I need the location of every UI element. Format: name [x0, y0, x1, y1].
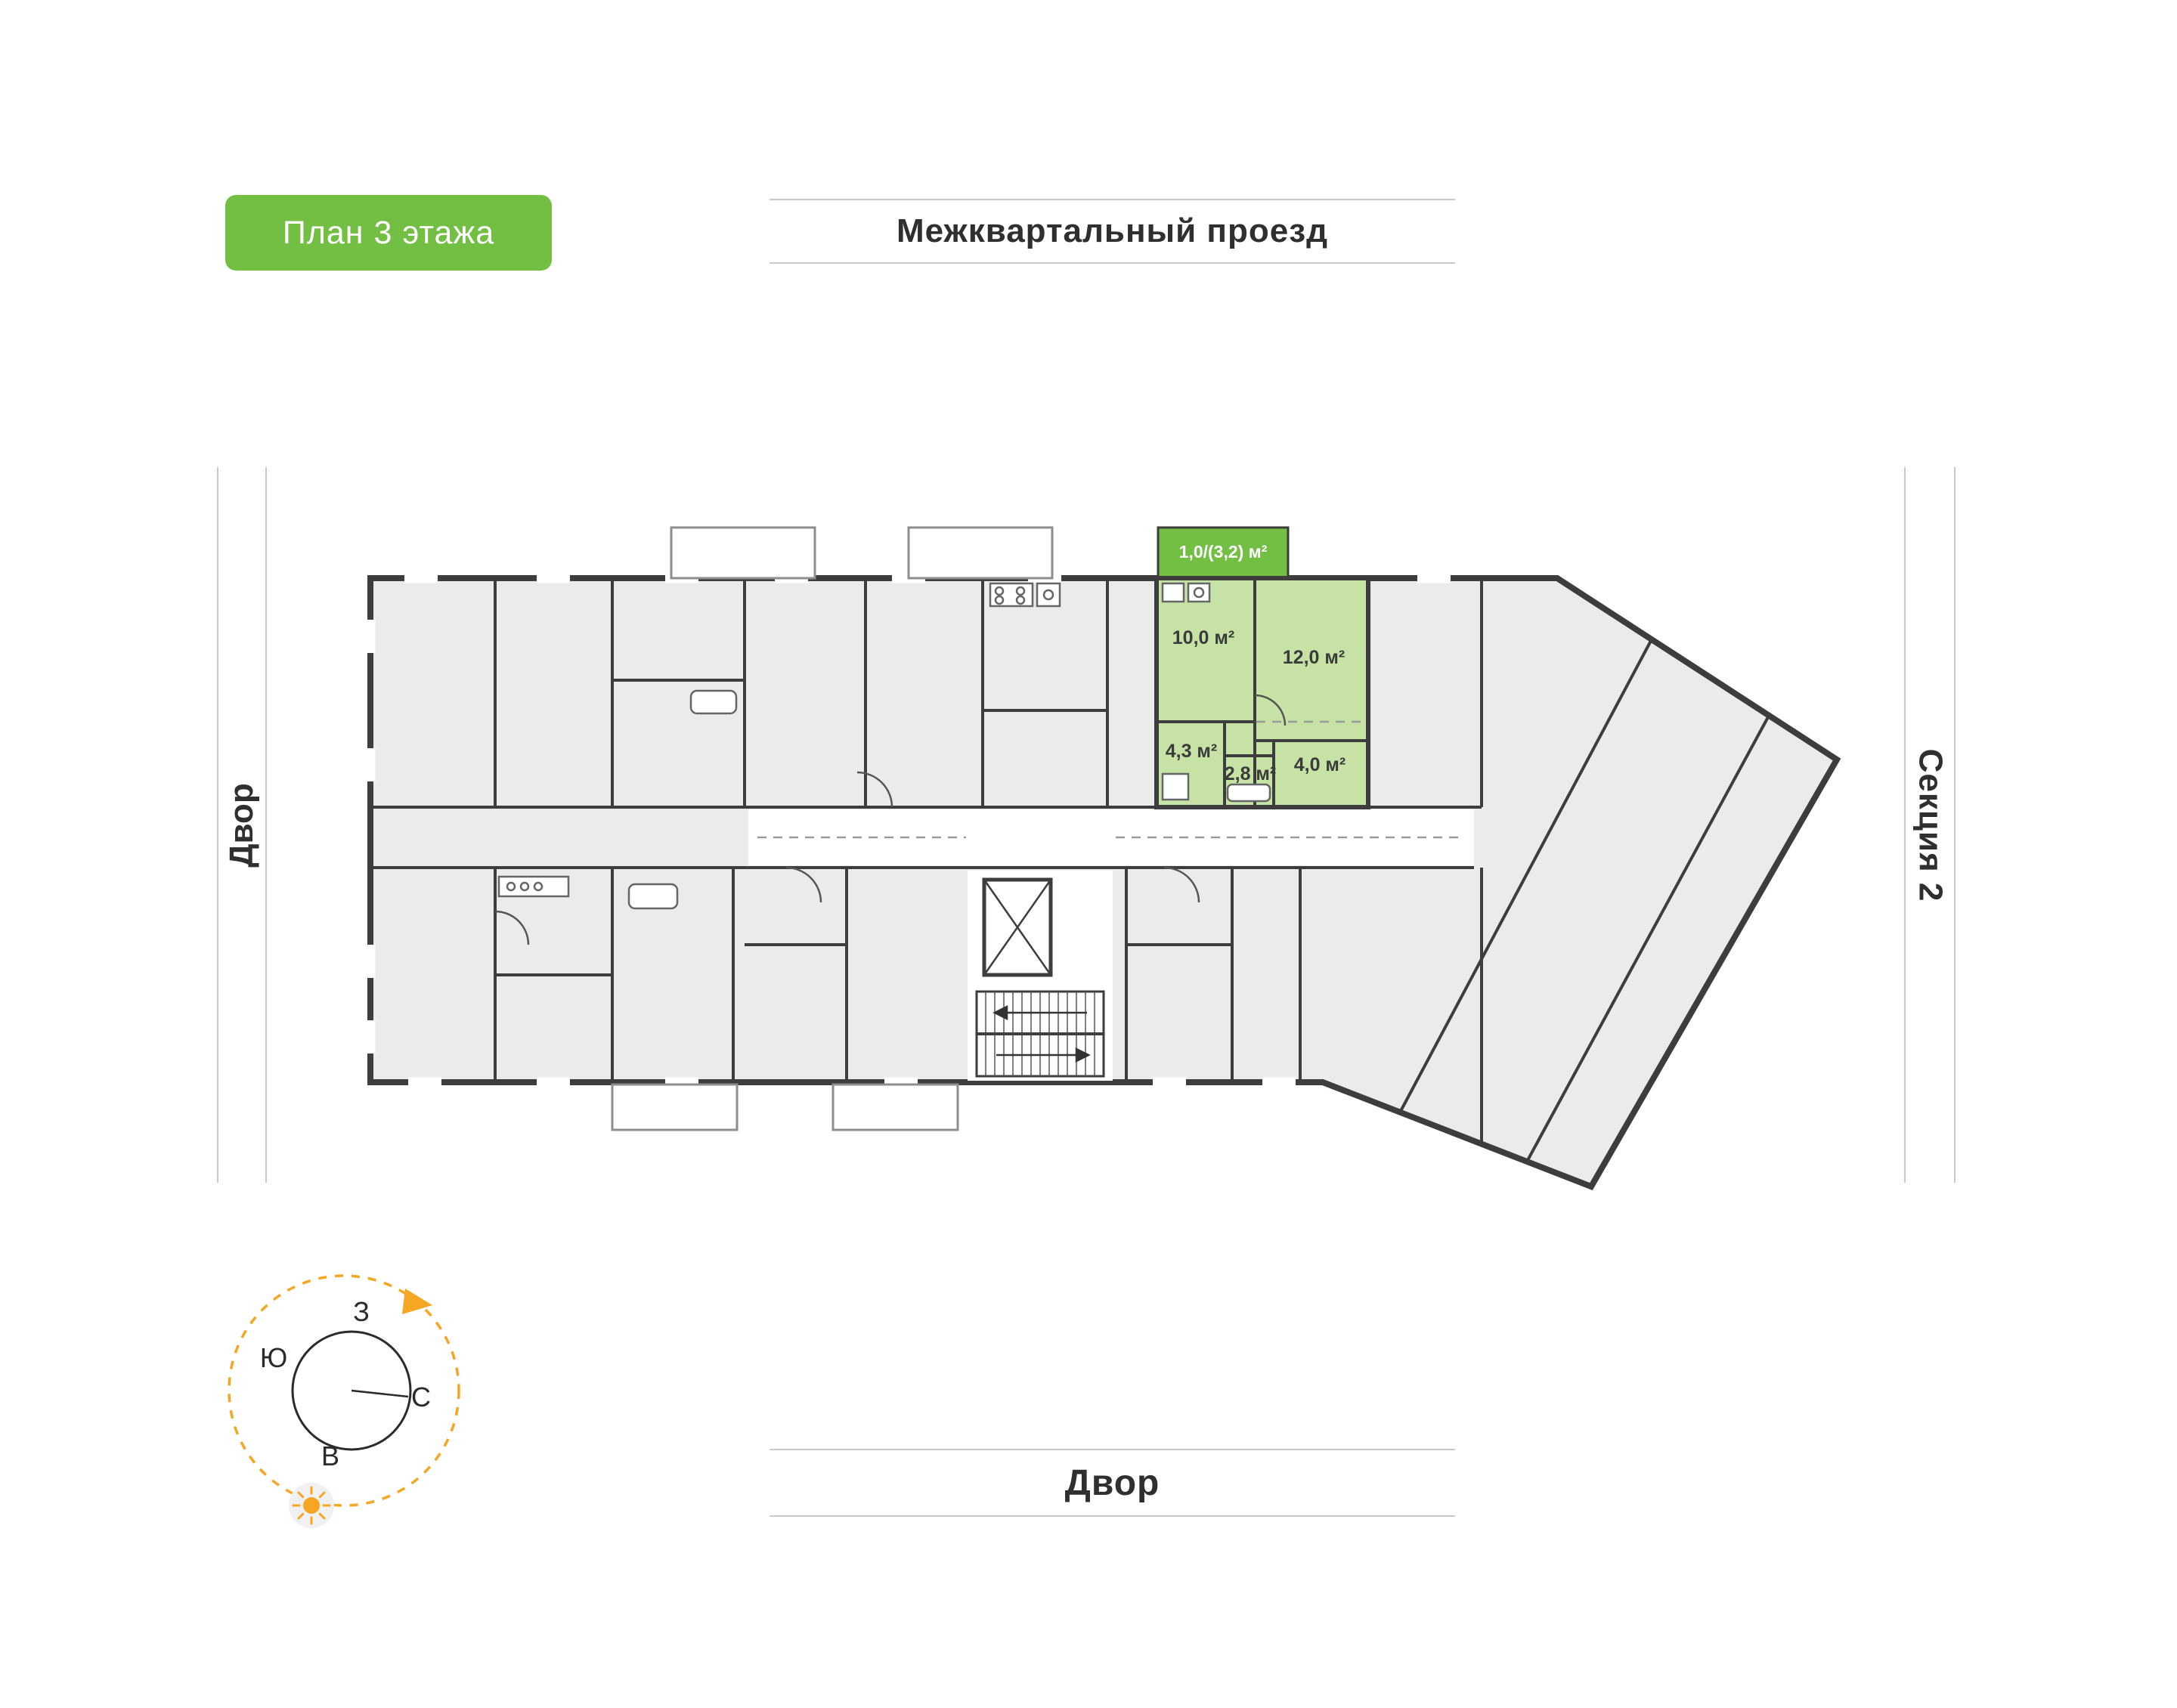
elevator	[982, 877, 1053, 977]
balcony-area-label: 1,0/(3,2) м²	[1179, 542, 1268, 562]
side-label-left-text: Двор	[223, 782, 261, 868]
room-area-bathroom: 2,8 м²	[1225, 763, 1277, 784]
side-label-left: Двор	[217, 467, 267, 1183]
compass: З Ю С В	[228, 1274, 460, 1528]
street-label-bottom-text: Двор	[1064, 1462, 1160, 1503]
room-area-hall: 4,0 м²	[1294, 754, 1346, 775]
street-label-top: Межквартальный проезд	[770, 199, 1455, 264]
balconies	[611, 526, 1054, 1131]
side-label-right: Секция 2	[1904, 467, 1956, 1183]
compass-south-label: Ю	[260, 1342, 287, 1373]
highlighted-apartment[interactable]: 1,0/(3,2) м² 10,0 м² 12,0 м² 4,3 м² 2,8 …	[1154, 526, 1370, 809]
floor-plan-badge: План 3 этажа	[225, 195, 552, 271]
sun-icon	[289, 1483, 334, 1528]
floor-plan-badge-label: План 3 этажа	[282, 214, 495, 251]
room-area-hallway: 4,3 м²	[1166, 741, 1218, 762]
door-arcs	[494, 771, 1200, 945]
compass-east-label: В	[321, 1440, 339, 1471]
compass-west-label: З	[353, 1296, 370, 1327]
street-label-top-text: Межквартальный проезд	[896, 212, 1329, 249]
compass-needle	[351, 1389, 409, 1398]
interior-walls	[370, 578, 1770, 1162]
side-label-right-text: Секция 2	[1912, 748, 1949, 902]
room-area-kitchen: 10,0 м²	[1172, 627, 1234, 648]
street-label-bottom: Двор	[770, 1449, 1455, 1517]
staircase	[975, 990, 1105, 1078]
apartment-door-arc	[1254, 694, 1287, 726]
compass-arrow-icon	[402, 1289, 432, 1314]
compass-north-label: С	[411, 1382, 431, 1413]
compass-dashed-ring	[228, 1274, 460, 1507]
room-area-living-room: 12,0 м²	[1283, 647, 1345, 668]
fixtures	[497, 582, 1061, 910]
floor-plan: 1,0/(3,2) м² 10,0 м² 12,0 м² 4,3 м² 2,8 …	[365, 526, 1841, 1190]
apartment-area	[1154, 576, 1370, 809]
apartment-fixtures	[1161, 582, 1271, 803]
apartment-partitions	[1157, 578, 1368, 807]
